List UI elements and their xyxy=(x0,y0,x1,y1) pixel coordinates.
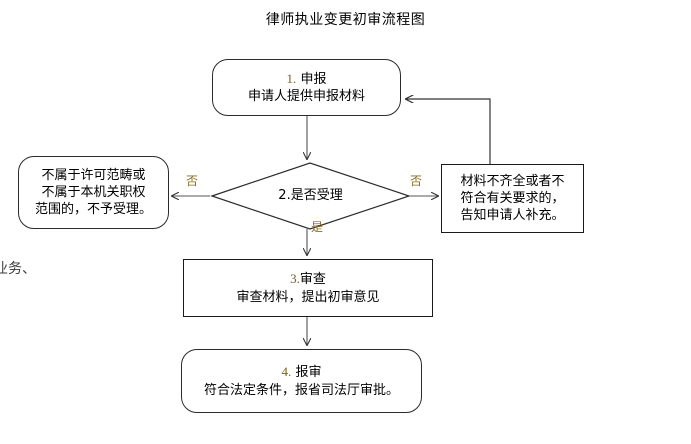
node-decision-label: 2.是否受理 xyxy=(278,188,343,204)
node-step4-baoshen[interactable]: 4. 报审 符合法定条件，报省司法厅审批。 xyxy=(181,349,422,413)
stray-margin-text: 业务、 xyxy=(0,262,36,277)
node-step3-title: 审查 xyxy=(299,272,326,288)
node-supplement-gaozhibuchong[interactable]: 材料不齐全或者不 符合有关要求的， 告知申请人补充。 xyxy=(441,164,584,233)
node-supplement-line-2: 符合有关要求的， xyxy=(460,190,565,206)
edge-label-no-right: 否 xyxy=(410,174,423,188)
node-step4-number: 4. xyxy=(281,364,292,380)
node-step1-body: 申请人提供申报材料 xyxy=(247,89,365,104)
node-supplement-line-3: 告知申请人补充。 xyxy=(460,208,565,224)
page-title: 律师执业变更初审流程图 xyxy=(265,12,426,28)
node-step4-heading: 4. 报审 xyxy=(282,363,322,381)
node-reject-line-1: 不属于许可范畴或 xyxy=(41,167,146,183)
node-step3-heading: 3.审查 xyxy=(290,270,326,288)
edge-label-yes-down: 是 xyxy=(311,220,324,234)
node-step4-title: 报审 xyxy=(295,365,322,381)
node-step4-body: 符合法定条件，报省司法厅审批。 xyxy=(203,382,399,398)
node-decision-shoulí[interactable]: 2.是否受理 xyxy=(212,163,409,229)
edge-supplement-to-step1 xyxy=(406,99,491,164)
node-step3-body: 审查材料，提出初审意见 xyxy=(236,289,380,305)
node-reject-line-2: 不属于本机关职权 xyxy=(41,184,146,200)
node-step3-number: 3. xyxy=(290,271,300,287)
node-reject-buyushouli[interactable]: 不属于许可范畴或 不属于本机关职权 范围的，不予受理。 xyxy=(18,156,169,229)
node-step1-shenbao[interactable]: 1. 申报 申请人提供申报材料 xyxy=(212,59,401,116)
node-reject-line-3: 范围的，不予受理。 xyxy=(34,202,152,218)
node-step3-shencha[interactable]: 3.审查 审查材料，提出初审意见 xyxy=(183,259,433,317)
edge-label-no-left: 否 xyxy=(186,174,199,188)
node-supplement-line-1: 材料不齐全或者不 xyxy=(460,173,565,189)
node-step1-number: 1. xyxy=(286,70,297,86)
node-step1-heading: 1. 申报 xyxy=(287,70,327,88)
node-step1-title: 申报 xyxy=(300,71,327,87)
